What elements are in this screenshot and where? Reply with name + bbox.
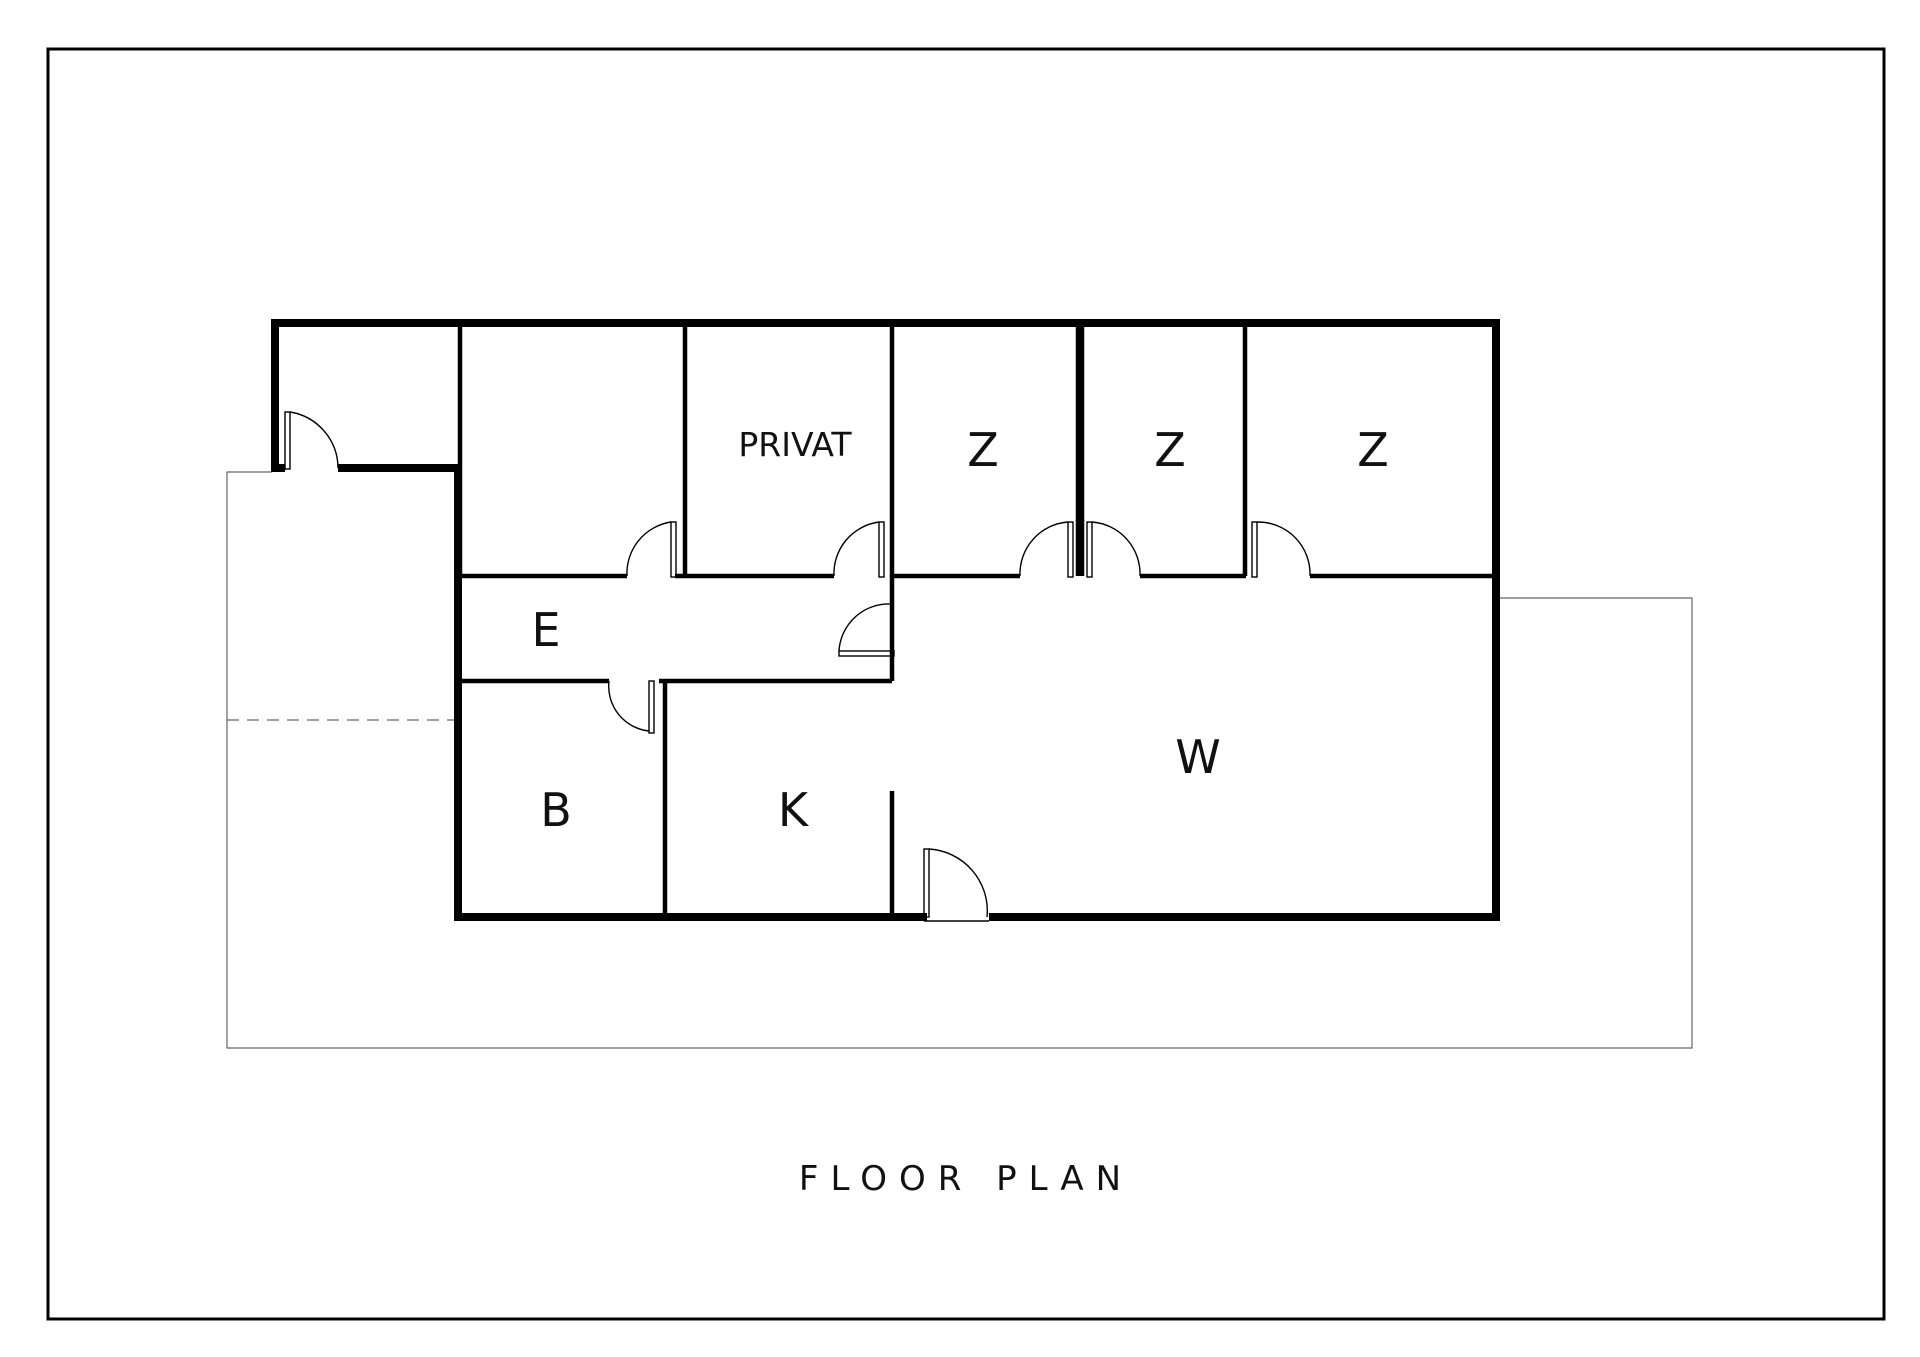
entrance-door-leaf — [284, 411, 291, 470]
room-label-z2: Z — [1154, 423, 1186, 477]
plan-title: FLOOR PLAN — [799, 1159, 1133, 1199]
terrace-outline — [226, 471, 1693, 1049]
main-door-swing — [928, 848, 989, 918]
room-label-privat: PRIVAT — [738, 425, 852, 464]
room-label-z3: Z — [1357, 423, 1389, 477]
room-label-b: B — [540, 783, 572, 837]
exterior-walls — [271, 319, 1500, 921]
room-label-e: E — [531, 603, 560, 657]
entrance-door-swing — [289, 411, 339, 469]
page-frame — [46, 47, 1886, 1321]
room-label-k: K — [778, 783, 810, 837]
interior-walls — [457, 326, 1494, 917]
doors — [284, 411, 1311, 922]
main-door-leaf — [923, 848, 930, 918]
room-label-w: W — [1175, 730, 1220, 784]
room-label-z1: Z — [967, 423, 999, 477]
